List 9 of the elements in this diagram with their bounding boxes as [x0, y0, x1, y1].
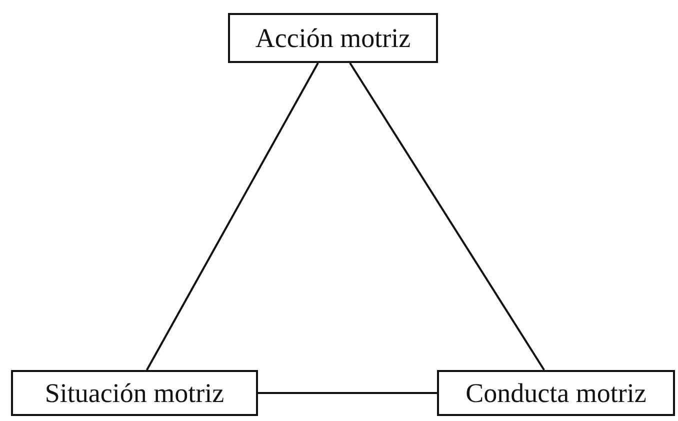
connector-line — [146, 62, 319, 370]
connector-line — [349, 62, 545, 371]
concept-label: Situación motriz — [44, 378, 224, 408]
concept-box — [437, 370, 675, 416]
concept-box — [228, 13, 438, 63]
connector-line — [258, 392, 437, 394]
concept-label: Acción motriz — [255, 22, 411, 54]
concept-label: Conducta motriz — [466, 378, 646, 408]
concept-box — [11, 370, 258, 416]
